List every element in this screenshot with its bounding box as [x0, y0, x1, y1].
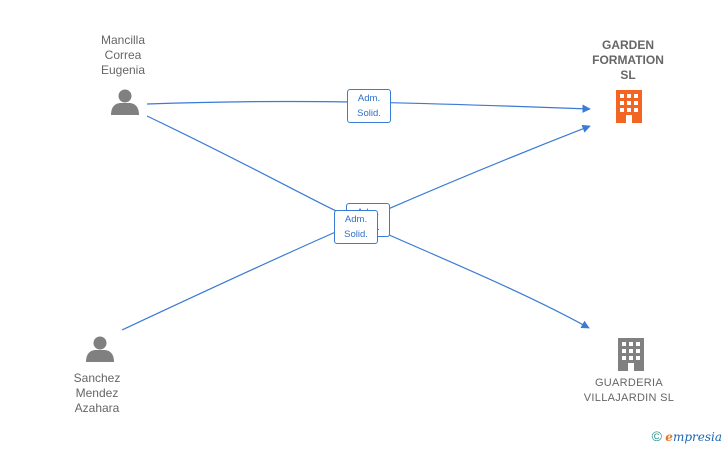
person-icon[interactable]	[86, 336, 114, 363]
brand-initial: e	[665, 430, 673, 444]
copyright-icon: ©	[651, 428, 662, 444]
edge-sanchez-garden	[121, 124, 591, 331]
person-icon[interactable]	[111, 89, 139, 116]
empresia-watermark: © empresia	[652, 428, 722, 444]
edge-label-mancilla-garden[interactable]: Adm. Solid.	[347, 89, 391, 123]
edge-label-sanchez-garden[interactable]: Adm. Solid.	[334, 210, 378, 244]
building-icon[interactable]	[618, 338, 644, 371]
person-name-mancilla[interactable]: Mancilla Correa Eugenia	[100, 33, 146, 77]
brand-name: mpresia	[672, 430, 722, 444]
edge-mancilla-garden	[146, 100, 591, 113]
company-name-garden[interactable]: GARDEN FORMATION SL	[592, 38, 664, 82]
company-name-guarderia[interactable]: GUARDERIA VILLAJARDIN SL	[583, 377, 675, 404]
building-icon[interactable]	[616, 90, 642, 123]
person-name-sanchez[interactable]: Sanchez Mendez Azahara	[73, 371, 121, 415]
